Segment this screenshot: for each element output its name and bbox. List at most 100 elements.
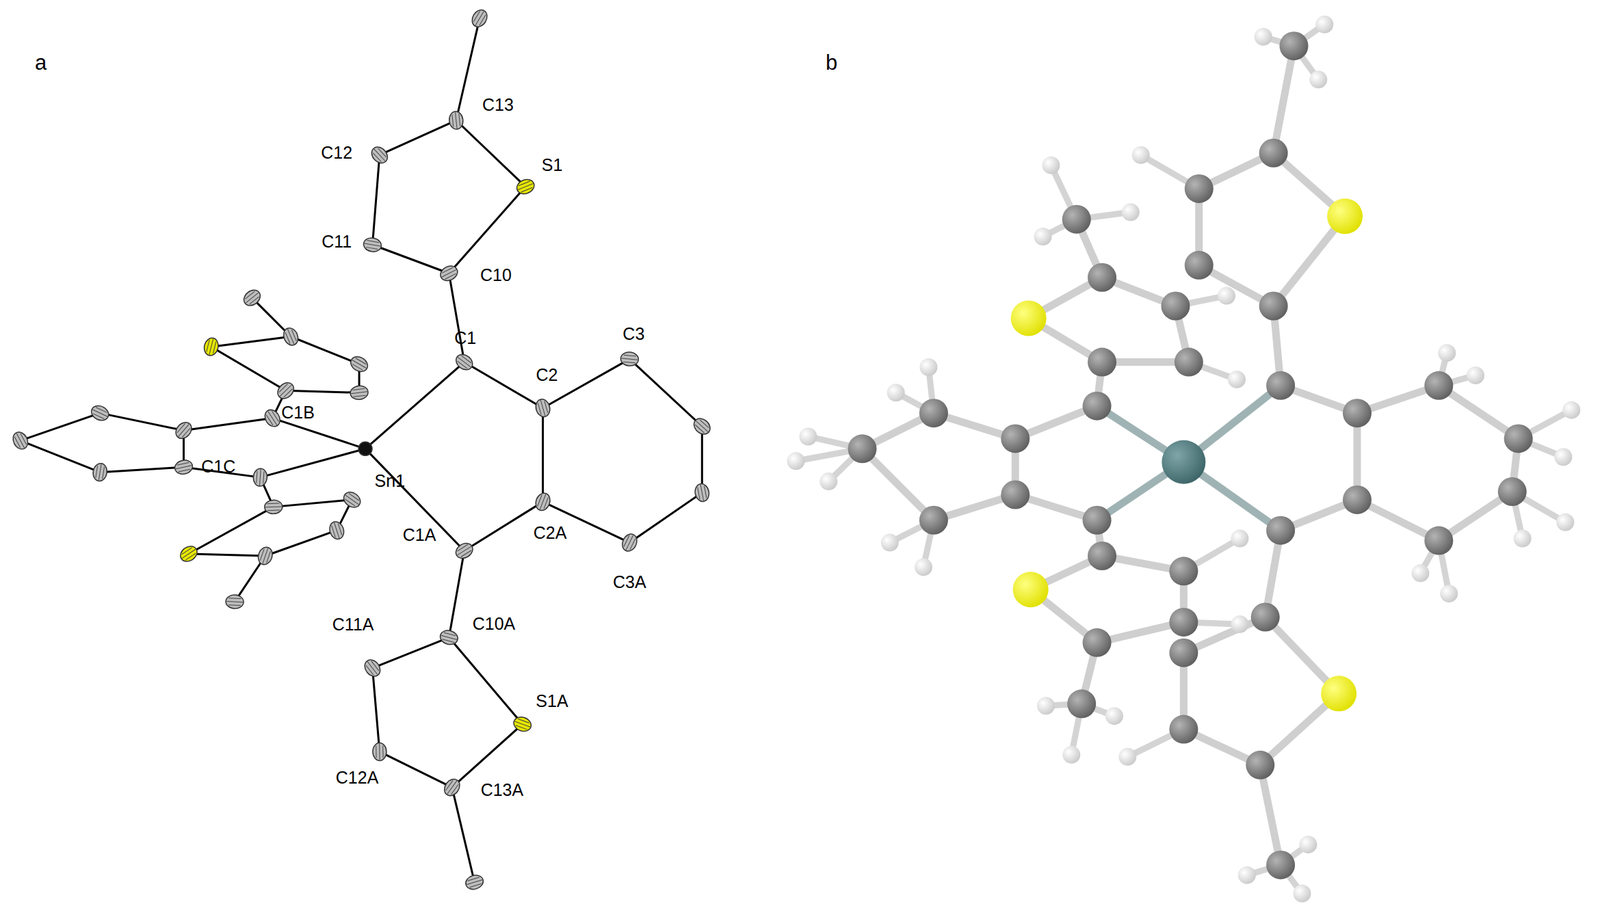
- hydrogen-ball: [1437, 344, 1456, 362]
- hydrogen-ball: [914, 558, 933, 576]
- atom-label: C3A: [612, 573, 647, 593]
- atom-ellipsoid: [448, 110, 464, 130]
- atom-ellipsoid: [441, 776, 463, 799]
- bond: [259, 448, 366, 478]
- atom-label: C1A: [402, 526, 437, 546]
- panel-letter: b: [825, 51, 838, 75]
- atom-ball: [1082, 391, 1112, 421]
- bond: [184, 418, 273, 431]
- atom-label: C13: [482, 95, 514, 115]
- hydrogen-ball: [787, 452, 806, 470]
- atom-label: C1C: [201, 457, 236, 477]
- atom-label: C12A: [335, 768, 379, 789]
- atom-ellipsoid: [253, 467, 269, 487]
- atom-ellipsoid: [240, 287, 264, 310]
- bond: [99, 413, 184, 431]
- atom-ball: [1169, 715, 1198, 745]
- atom-ellipsoid: [693, 482, 711, 503]
- bond: [629, 492, 702, 543]
- hydrogen-ball: [1034, 227, 1053, 246]
- atom-ball: [1504, 424, 1533, 453]
- atom-ellipsoid: [361, 657, 384, 680]
- atom-ellipsoid: [225, 594, 245, 609]
- hydrogen-ball: [1238, 866, 1256, 885]
- bond: [379, 751, 453, 788]
- atom-ball: [919, 506, 949, 535]
- atom-ellipsoid: [437, 263, 460, 284]
- hydrogen-ball: [1254, 28, 1273, 46]
- atom-ball: [1000, 480, 1030, 509]
- hydrogen-ball: [798, 427, 817, 446]
- hydrogen-ball: [1037, 697, 1055, 715]
- bond: [379, 120, 457, 156]
- hydrogen-ball: [1230, 615, 1249, 634]
- atom-ball: [1174, 348, 1204, 377]
- atom-ball: [1067, 689, 1096, 719]
- atom-ball: [1424, 371, 1453, 401]
- hydrogen-ball: [1121, 203, 1140, 221]
- bond: [265, 530, 337, 557]
- atom-ellipsoid: [372, 742, 387, 761]
- bond: [188, 506, 274, 555]
- atom-ellipsoid: [514, 177, 537, 197]
- atom-label: S1A: [535, 692, 568, 713]
- atom-label: C1B: [281, 403, 315, 423]
- hydrogen-ball: [1309, 70, 1328, 89]
- atom-ball: [1342, 485, 1372, 515]
- atom-ball: [1000, 424, 1030, 453]
- atom-label: C12: [320, 143, 353, 163]
- bond: [452, 788, 475, 884]
- hydrogen-ball: [1230, 530, 1249, 548]
- bond: [99, 467, 184, 472]
- atom-ball: [1245, 751, 1275, 780]
- atom-ball: [1266, 850, 1295, 880]
- hydrogen-ball: [1556, 513, 1575, 532]
- atom-ellipsoid: [172, 419, 195, 442]
- bond: [448, 273, 464, 363]
- hydrogen-ball: [881, 534, 899, 553]
- atom-ball: [919, 398, 949, 428]
- atom-ellipsoid: [620, 351, 640, 367]
- bond: [290, 336, 360, 364]
- atom-label: C13A: [480, 781, 524, 801]
- atom-ball: [847, 434, 877, 464]
- atom-ball: [1082, 506, 1112, 535]
- bond: [372, 668, 379, 752]
- atom-ball: [1169, 556, 1198, 586]
- bond: [372, 244, 449, 274]
- atom-ellipsoid: [264, 500, 283, 515]
- hydrogen-ball: [1439, 584, 1458, 603]
- atom-ball: [1161, 440, 1206, 485]
- atom-ellipsoid: [274, 379, 297, 402]
- atom-ball: [1169, 608, 1198, 637]
- atom-ball: [1279, 31, 1308, 61]
- bond: [20, 413, 100, 441]
- atom-ellipsoid: [281, 325, 301, 348]
- hydrogen-ball: [819, 472, 838, 491]
- atom-ellipsoid: [438, 628, 459, 647]
- bond: [464, 362, 544, 409]
- hydrogen-ball: [1132, 146, 1150, 165]
- bond: [448, 551, 464, 639]
- atom-ellipsoid: [463, 873, 485, 893]
- atom-ellipsoid: [533, 397, 552, 419]
- hydrogen-ball: [1466, 366, 1485, 385]
- atom-label: C10: [480, 266, 512, 286]
- bond: [372, 637, 449, 669]
- atom-ellipsoid: [358, 441, 373, 456]
- hydrogen-ball: [1513, 530, 1532, 548]
- atom-label: C2: [536, 365, 559, 386]
- atom-ellipsoid: [533, 491, 553, 513]
- atom-ellipsoid: [511, 714, 533, 734]
- atom-ball: [1424, 526, 1453, 556]
- atom-ellipsoid: [469, 7, 491, 31]
- bond: [448, 637, 522, 725]
- bond: [456, 18, 480, 121]
- atom-ball: [1062, 205, 1092, 234]
- atom-ellipsoid: [10, 429, 31, 452]
- atom-label: C2A: [533, 523, 568, 544]
- hydrogen-ball: [887, 383, 906, 402]
- atom-ball: [1160, 292, 1190, 321]
